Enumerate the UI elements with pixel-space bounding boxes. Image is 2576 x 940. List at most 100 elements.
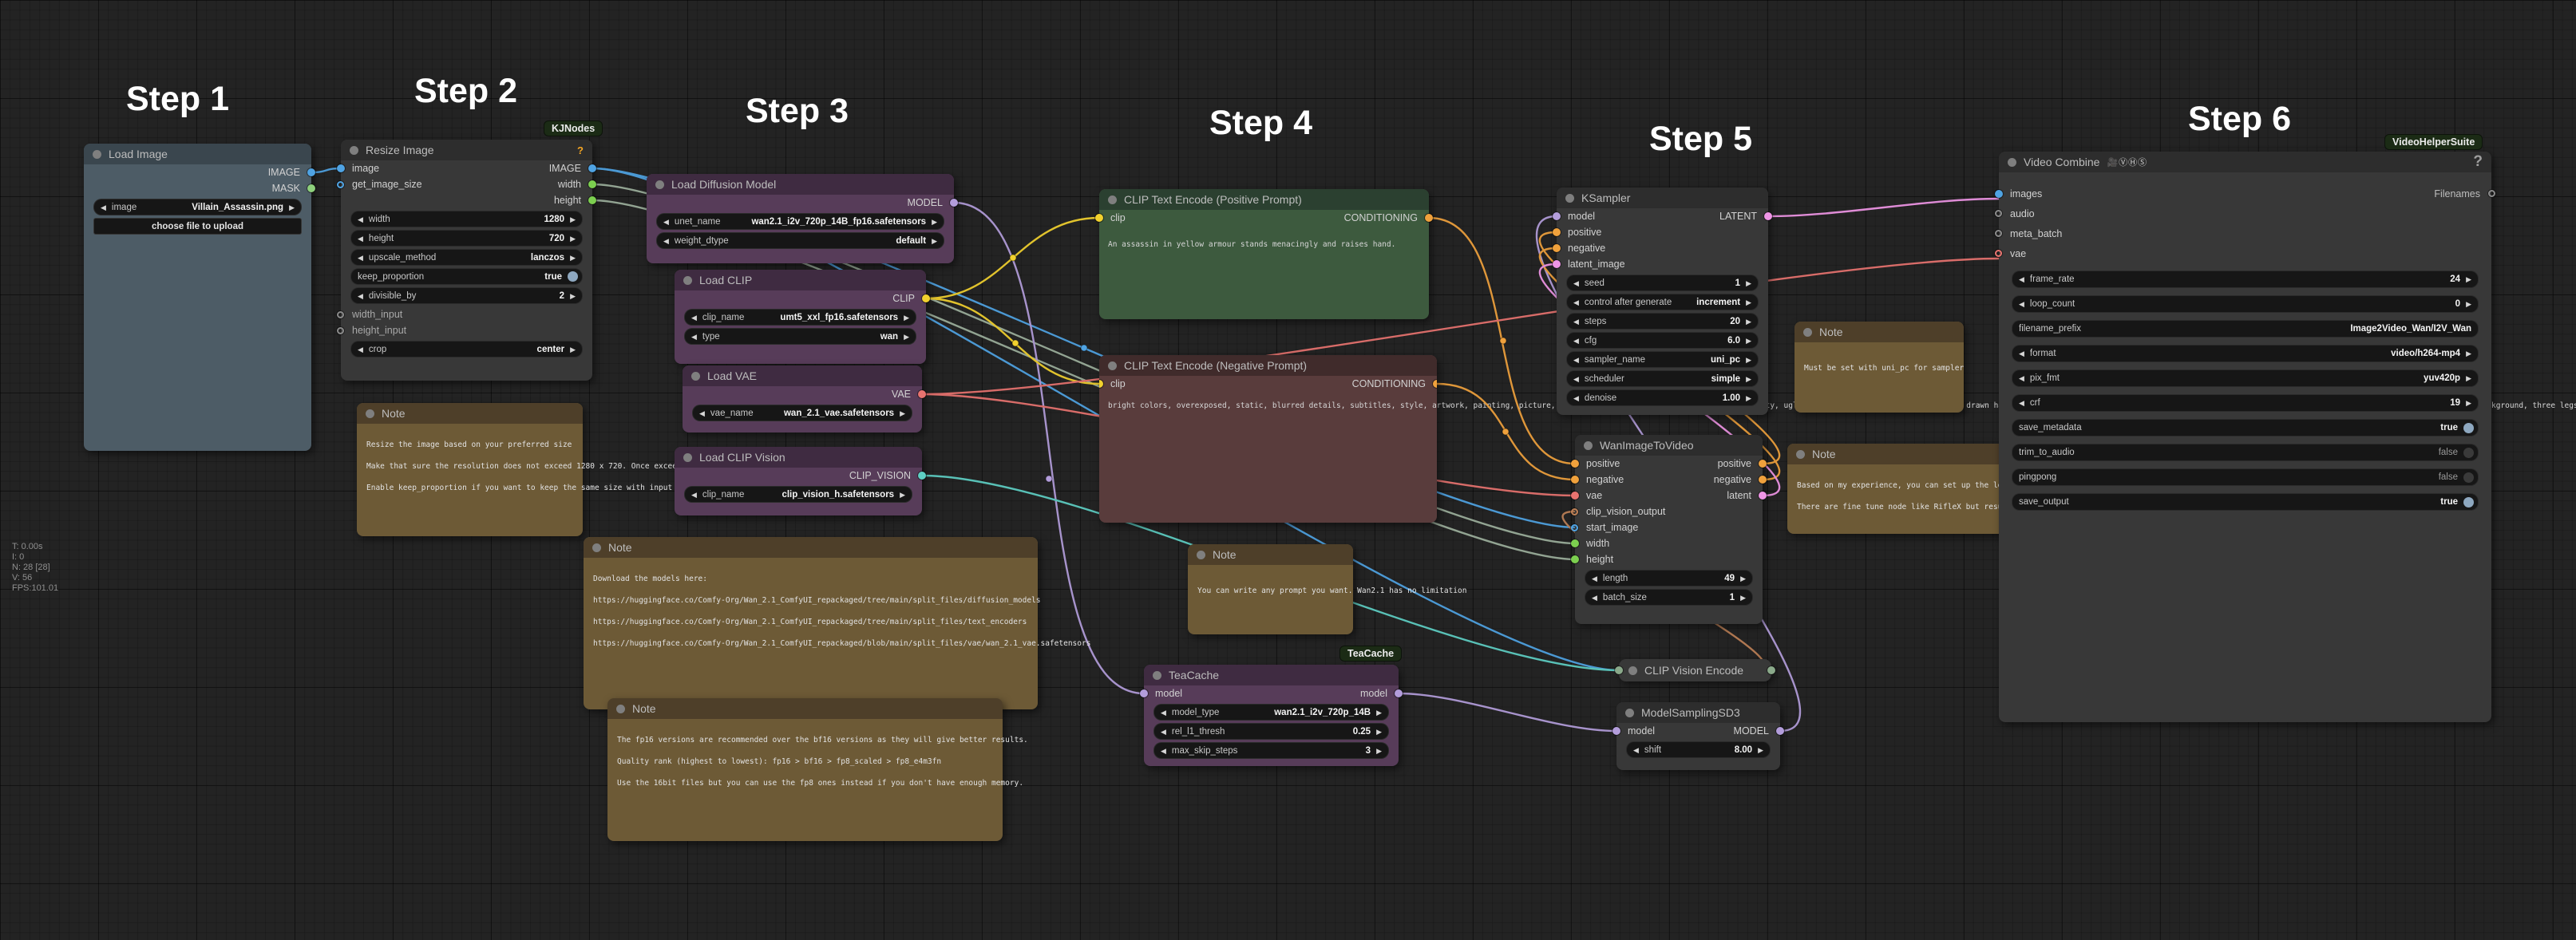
model-output-dot[interactable]	[1395, 689, 1403, 697]
clip-text-encode-positive-node[interactable]: CLIP Text Encode (Positive Prompt) clip …	[1095, 189, 1433, 319]
model-output-dot[interactable]	[950, 199, 958, 207]
note-resize[interactable]: Note Resize the image based on your pref…	[357, 403, 690, 536]
decrement-arrow-icon[interactable]	[2019, 299, 2024, 309]
toggle-knob[interactable]	[2463, 496, 2474, 508]
increment-arrow-icon[interactable]	[1746, 317, 1751, 326]
decrement-arrow-icon[interactable]	[358, 291, 363, 301]
increment-arrow-icon[interactable]	[2466, 299, 2471, 309]
toggle-knob[interactable]	[2463, 472, 2474, 483]
increment-arrow-icon[interactable]	[900, 409, 905, 418]
note-text[interactable]: Resize the image based on your preferred…	[357, 424, 690, 499]
node-titlebar[interactable]: Load CLIP Vision	[675, 447, 922, 468]
choose-file-button[interactable]: choose file to upload	[93, 218, 302, 235]
ksampler-node[interactable]: KSampler model LATENT positive negative …	[1553, 188, 1772, 415]
increment-arrow-icon[interactable]	[1758, 745, 1763, 755]
collapse-dot-icon[interactable]	[1625, 708, 1634, 717]
clip-input-dot[interactable]	[1095, 214, 1103, 222]
increment-arrow-icon[interactable]	[904, 313, 909, 322]
decrement-arrow-icon[interactable]	[101, 203, 106, 212]
vae-input-dot[interactable]	[1571, 492, 1579, 500]
node-titlebar[interactable]: Video Combine🎥ⓋⒽⓈ?	[1999, 152, 2491, 172]
collapsed-output-dot[interactable]	[1767, 666, 1775, 674]
increment-arrow-icon[interactable]	[1746, 298, 1751, 307]
increment-arrow-icon[interactable]	[932, 217, 937, 227]
increment-arrow-icon[interactable]	[1746, 278, 1751, 288]
collapse-dot-icon[interactable]	[366, 409, 374, 418]
toggle-knob[interactable]	[2463, 422, 2474, 433]
positive-output-dot[interactable]	[1759, 460, 1767, 468]
increment-arrow-icon[interactable]	[904, 332, 909, 342]
decrement-arrow-icon[interactable]	[1573, 355, 1579, 365]
increment-arrow-icon[interactable]	[1376, 727, 1382, 737]
load-clip-vision-node[interactable]: Load CLIP Vision CLIP_VISION clip_namecl…	[675, 447, 926, 515]
clip-output-dot[interactable]	[922, 294, 930, 302]
load-clip-node[interactable]: Load CLIP CLIP clip_nameumt5_xxl_fp16.sa…	[675, 270, 930, 364]
decrement-arrow-icon[interactable]	[1592, 574, 1597, 583]
clip-vision-output-input-dot[interactable]	[1571, 508, 1578, 515]
positive-input-dot[interactable]	[1571, 460, 1579, 468]
collapse-dot-icon[interactable]	[1796, 449, 1805, 459]
load-vae-node[interactable]: Load VAE VAE vae_namewan_2.1_vae.safeten…	[683, 365, 926, 432]
increment-arrow-icon[interactable]	[2466, 398, 2471, 408]
height-output-dot[interactable]	[588, 196, 596, 204]
collapse-dot-icon[interactable]	[1108, 361, 1117, 370]
positive-input-dot[interactable]	[1553, 228, 1561, 236]
prompt-textarea[interactable]: An assassin in yellow armour stands mena…	[1108, 240, 1396, 249]
decrement-arrow-icon[interactable]	[663, 236, 669, 246]
node-titlebar[interactable]: Load Image	[84, 144, 311, 164]
decrement-arrow-icon[interactable]	[358, 345, 363, 354]
vae-output-dot[interactable]	[918, 390, 926, 398]
clip-vision-output-dot[interactable]	[918, 472, 926, 480]
note-titlebar[interactable]: Note	[1794, 322, 1964, 342]
filenames-output-dot[interactable]	[2488, 190, 2495, 197]
decrement-arrow-icon[interactable]	[2019, 349, 2024, 358]
help-icon[interactable]: ?	[2473, 153, 2483, 170]
decrement-arrow-icon[interactable]	[358, 234, 363, 243]
prompt-textarea[interactable]: bright colors, overexposed, static, blur…	[1108, 401, 1437, 410]
node-titlebar[interactable]: KSampler	[1557, 188, 1768, 208]
decrement-arrow-icon[interactable]	[691, 490, 697, 500]
collapse-dot-icon[interactable]	[683, 275, 692, 285]
note-models[interactable]: Note Download the models here: https://h…	[584, 537, 1090, 709]
start-image-input-dot[interactable]	[1571, 523, 1578, 531]
increment-arrow-icon[interactable]	[570, 215, 576, 224]
collapse-dot-icon[interactable]	[350, 145, 358, 155]
negative-output-dot[interactable]	[1759, 476, 1767, 484]
node-titlebar[interactable]: ModelSamplingSD3	[1616, 702, 1780, 723]
image-output-dot[interactable]	[307, 168, 315, 176]
decrement-arrow-icon[interactable]	[1573, 317, 1579, 326]
load-image-node[interactable]: Load Image IMAGE MASK image Villain_Assa…	[84, 144, 315, 451]
decrement-arrow-icon[interactable]	[2019, 274, 2024, 284]
height-input-dot[interactable]	[1571, 555, 1579, 563]
increment-arrow-icon[interactable]	[1376, 746, 1382, 756]
note-text[interactable]: Must be set with uni_pc for sampler_name…	[1794, 342, 1964, 379]
resize-image-node[interactable]: Resize Image? image IMAGE get_image_size…	[337, 140, 596, 381]
increment-arrow-icon[interactable]	[1746, 355, 1751, 365]
mask-output-dot[interactable]	[307, 184, 315, 192]
decrement-arrow-icon[interactable]	[1573, 298, 1579, 307]
note-prompt[interactable]: Note You can write any prompt you want. …	[1188, 544, 1466, 634]
clip-input-dot[interactable]	[1099, 380, 1103, 388]
